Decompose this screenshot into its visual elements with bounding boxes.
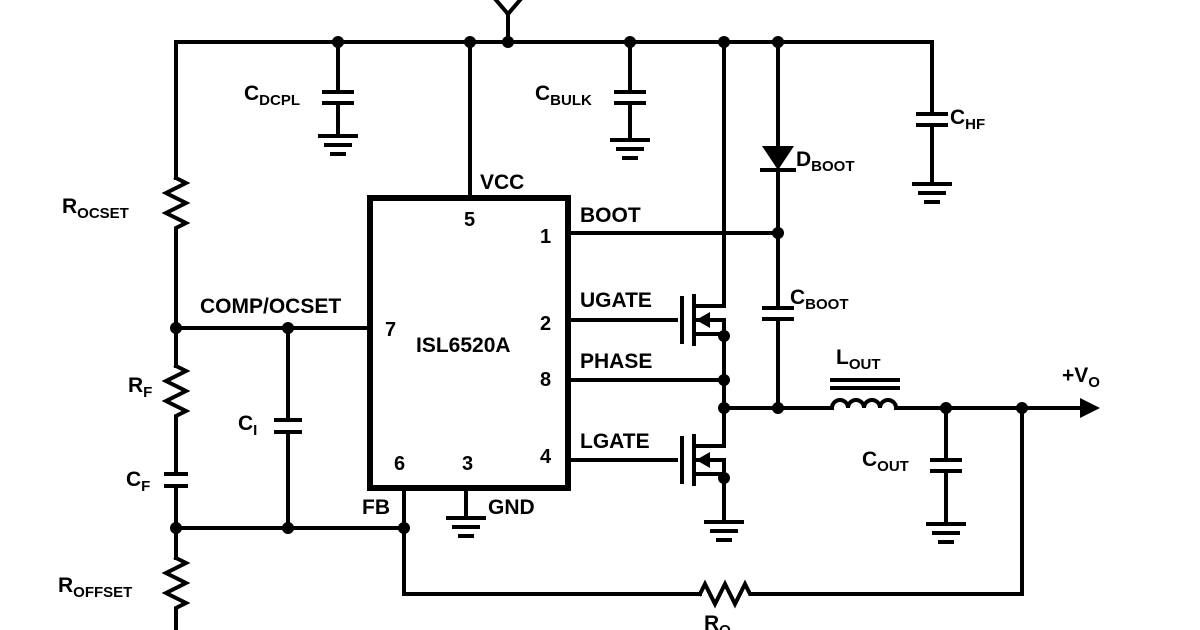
- vo-output-label: +VO: [1062, 364, 1100, 391]
- c-f-label: CF: [126, 468, 150, 495]
- svg-text:PHASE: PHASE: [580, 350, 652, 373]
- phase-net: PHASE: [566, 350, 726, 382]
- svg-text:FB: FB: [362, 496, 390, 519]
- upper-mosfet: [680, 36, 730, 386]
- svg-text:3: 3: [462, 453, 473, 475]
- c-i-label: CI: [238, 412, 257, 439]
- ic-body: ISL6520A 5 1 2 8 4 7 6 3: [367, 195, 571, 491]
- svg-text:DBOOT: DBOOT: [796, 148, 855, 175]
- c-dcpl-capacitor: CDCPL: [244, 36, 358, 156]
- r-f-label: RF: [128, 374, 152, 401]
- svg-text:BOOT: BOOT: [580, 204, 641, 227]
- output-stage: [722, 378, 1100, 544]
- svg-text:RO: RO: [704, 612, 731, 630]
- ugate-net: UGATE: [566, 289, 678, 322]
- left-feedback-chain: [161, 40, 191, 630]
- r-o-label: RO: [704, 612, 731, 630]
- fb-net: FB: [362, 406, 1024, 609]
- l-out-label: LOUT: [836, 346, 881, 373]
- svg-text:ROCSET: ROCSET: [62, 195, 129, 222]
- svg-text:VCC: VCC: [480, 171, 524, 194]
- svg-text:6: 6: [394, 453, 405, 475]
- svg-text:5: 5: [464, 209, 475, 231]
- svg-text:RF: RF: [128, 374, 152, 401]
- svg-text:CHF: CHF: [950, 106, 985, 133]
- vcc-net: VCC: [464, 36, 524, 200]
- c-out-label: COUT: [862, 448, 909, 475]
- c-hf-capacitor: CHF: [912, 40, 985, 204]
- svg-text:CBOOT: CBOOT: [790, 286, 849, 313]
- svg-text:LGATE: LGATE: [580, 430, 650, 453]
- c-bulk-capacitor: CBULK: [535, 36, 650, 160]
- svg-text:8: 8: [540, 369, 551, 391]
- svg-text:CI: CI: [238, 412, 257, 439]
- svg-text:CDCPL: CDCPL: [244, 82, 300, 109]
- svg-text:ISL6520A: ISL6520A: [416, 334, 511, 357]
- svg-text:GND: GND: [488, 496, 535, 519]
- svg-text:LOUT: LOUT: [836, 346, 881, 373]
- svg-text:ROFFSET: ROFFSET: [58, 574, 132, 601]
- svg-text:+VO: +VO: [1062, 364, 1100, 391]
- lower-mosfet: [680, 378, 744, 542]
- supply-rail: [174, 0, 934, 48]
- svg-text:CBULK: CBULK: [535, 82, 592, 109]
- svg-text:CF: CF: [126, 468, 150, 495]
- boot-net: BOOT: [566, 204, 784, 239]
- pin-comp-label: COMP/OCSET: [200, 295, 341, 318]
- svg-text:2: 2: [540, 313, 551, 335]
- svg-text:1: 1: [540, 226, 551, 248]
- r-ocset-label: ROCSET: [62, 195, 129, 222]
- lgate-net: LGATE: [566, 430, 678, 462]
- svg-text:4: 4: [540, 446, 552, 468]
- svg-text:7: 7: [385, 319, 396, 341]
- svg-text:UGATE: UGATE: [580, 289, 652, 312]
- gnd-net: GND: [446, 486, 535, 538]
- d-boot-diode: DBOOT: [760, 36, 855, 235]
- c-boot-capacitor: CBOOT: [762, 231, 849, 410]
- svg-text:COUT: COUT: [862, 448, 909, 475]
- r-offset-label: ROFFSET: [58, 574, 132, 601]
